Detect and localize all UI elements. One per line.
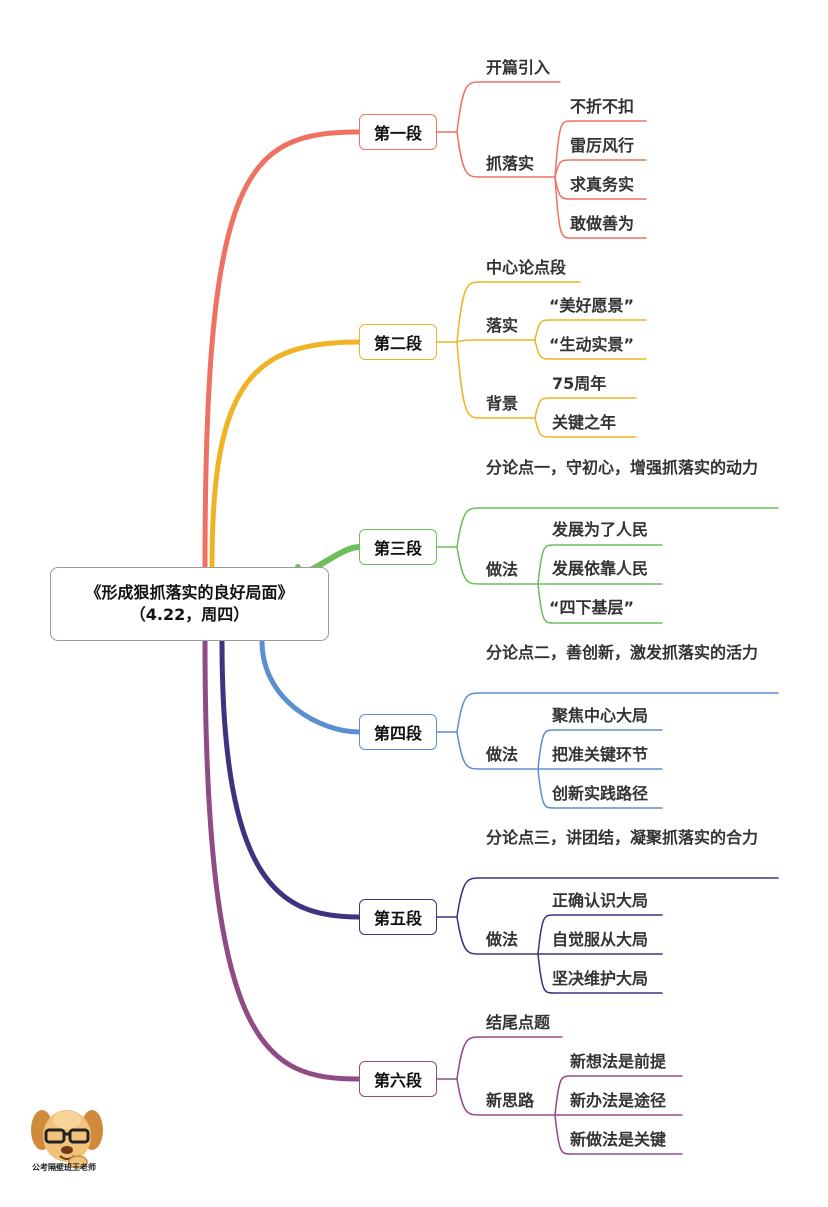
s6-link-0: [456, 1036, 563, 1080]
s3-leaf-2[interactable]: 发展依靠人民: [552, 559, 649, 578]
trunk-section-1: [202, 129, 362, 570]
s5-leaf-1[interactable]: 正确认识大局: [552, 891, 649, 910]
s2-leaf-1[interactable]: “美好愿景”: [549, 296, 635, 315]
trunk-section-6: [202, 638, 362, 1082]
s2-link-0: [456, 281, 581, 343]
s4-leaf-0: [537, 729, 663, 770]
branch-connectors: [436, 81, 779, 1155]
s5-leaf-2[interactable]: 自觉服从大局: [552, 930, 649, 949]
s4-link-0: [456, 692, 779, 733]
s5-branch-point[interactable]: 分论点三，讲团结，凝聚抓落实的合力: [486, 828, 759, 847]
s3-leaf-2: [537, 583, 663, 624]
root-date: （4.22，周四）: [129, 605, 250, 624]
root-title: 《形成狠抓落实的良好局面》: [85, 583, 294, 602]
s1-leaf-2[interactable]: 雷厉风行: [570, 136, 635, 155]
s6-leaf-2: [554, 1114, 683, 1155]
section-4[interactable]: 第四段: [359, 714, 437, 750]
s1-link-0: [456, 81, 561, 133]
s4-leaf-2[interactable]: 把准关键环节: [552, 745, 649, 764]
s2b-leaf-0: [534, 397, 637, 419]
s2-leaf-2[interactable]: “生动实景”: [549, 335, 635, 354]
s4-branch-method[interactable]: 做法: [486, 745, 519, 764]
s3-leaf-1[interactable]: 发展为了人民: [552, 520, 649, 539]
s3-link-1: [456, 546, 539, 585]
s2-branch-background[interactable]: 背景: [486, 394, 519, 413]
s5-link-0: [456, 877, 779, 918]
section-1[interactable]: 第一段: [359, 114, 437, 150]
s5-leaf-2: [537, 953, 663, 994]
s2b-leaf-1: [534, 417, 637, 438]
s6-link-1: [456, 1078, 556, 1116]
s3-leaf-3[interactable]: “四下基层”: [549, 598, 635, 617]
s1-branch-intro[interactable]: 开篇引入: [486, 58, 551, 77]
s6-leaf-0: [554, 1075, 683, 1116]
s6-branch-newthinking[interactable]: 新思路: [486, 1091, 535, 1110]
s2-leaf-3[interactable]: 75周年: [552, 374, 607, 393]
s2-leaf-4[interactable]: 关键之年: [552, 413, 617, 432]
trunk-section-5: [219, 638, 362, 920]
section-3[interactable]: 第三段: [359, 529, 437, 565]
s4-branch-point[interactable]: 分论点二，善创新，激发抓落实的活力: [486, 643, 759, 662]
section-6[interactable]: 第六段: [359, 1061, 437, 1097]
s6-leaf-1[interactable]: 新想法是前提: [570, 1052, 667, 1071]
s1-branch-implement[interactable]: 抓落实: [486, 154, 535, 173]
s1-leaf-1: [554, 159, 647, 178]
s1-leaf-3[interactable]: 求真务实: [570, 175, 635, 194]
s6-branch-conclusion[interactable]: 结尾点题: [486, 1013, 551, 1032]
s2-link-1: [456, 339, 536, 343]
section-5[interactable]: 第五段: [359, 899, 437, 935]
trunk-section-4: [259, 638, 362, 735]
s4-leaf-1[interactable]: 聚焦中心大局: [552, 706, 649, 725]
s1-link-1: [456, 131, 556, 178]
s2-branch-thesis[interactable]: 中心论点段: [486, 258, 567, 277]
s5-leaf-0: [537, 914, 663, 955]
s3-branch-method[interactable]: 做法: [486, 560, 519, 579]
s4-leaf-3[interactable]: 创新实践路径: [552, 784, 649, 803]
s1-leaf-2: [554, 176, 647, 200]
s3-branch-point[interactable]: 分论点一，守初心，增强抓落实的动力: [486, 458, 759, 477]
trunk-section-2: [209, 339, 362, 570]
s4-leaf-2: [537, 768, 663, 809]
section-2[interactable]: 第二段: [359, 324, 437, 360]
s1-leaf-0: [554, 120, 647, 178]
s5-branch-method[interactable]: 做法: [486, 930, 519, 949]
dog-mascot-logo-icon: [31, 1110, 103, 1169]
s1-leaf-1[interactable]: 不折不扣: [570, 97, 635, 116]
s4-link-1: [456, 731, 539, 770]
root-topic[interactable]: 《形成狠抓落实的良好局面》 （4.22，周四）: [50, 567, 329, 641]
s2-branch-implement[interactable]: 落实: [486, 316, 519, 335]
s3-link-0: [456, 507, 779, 548]
s1-leaf-4[interactable]: 敢做善为: [570, 214, 635, 233]
s2-leaf-0: [534, 319, 647, 341]
watermark-text: 公考隔壁班王老师: [32, 1163, 96, 1172]
s3-leaf-0: [537, 544, 663, 585]
s5-link-1: [456, 916, 539, 955]
s5-leaf-3[interactable]: 坚决维护大局: [552, 969, 649, 988]
s2-leaf-1: [534, 339, 647, 360]
s2-link-2: [456, 341, 536, 419]
s6-leaf-3[interactable]: 新做法是关键: [570, 1130, 667, 1149]
s6-leaf-2[interactable]: 新办法是途径: [570, 1091, 667, 1110]
s1-leaf-3: [554, 176, 647, 239]
